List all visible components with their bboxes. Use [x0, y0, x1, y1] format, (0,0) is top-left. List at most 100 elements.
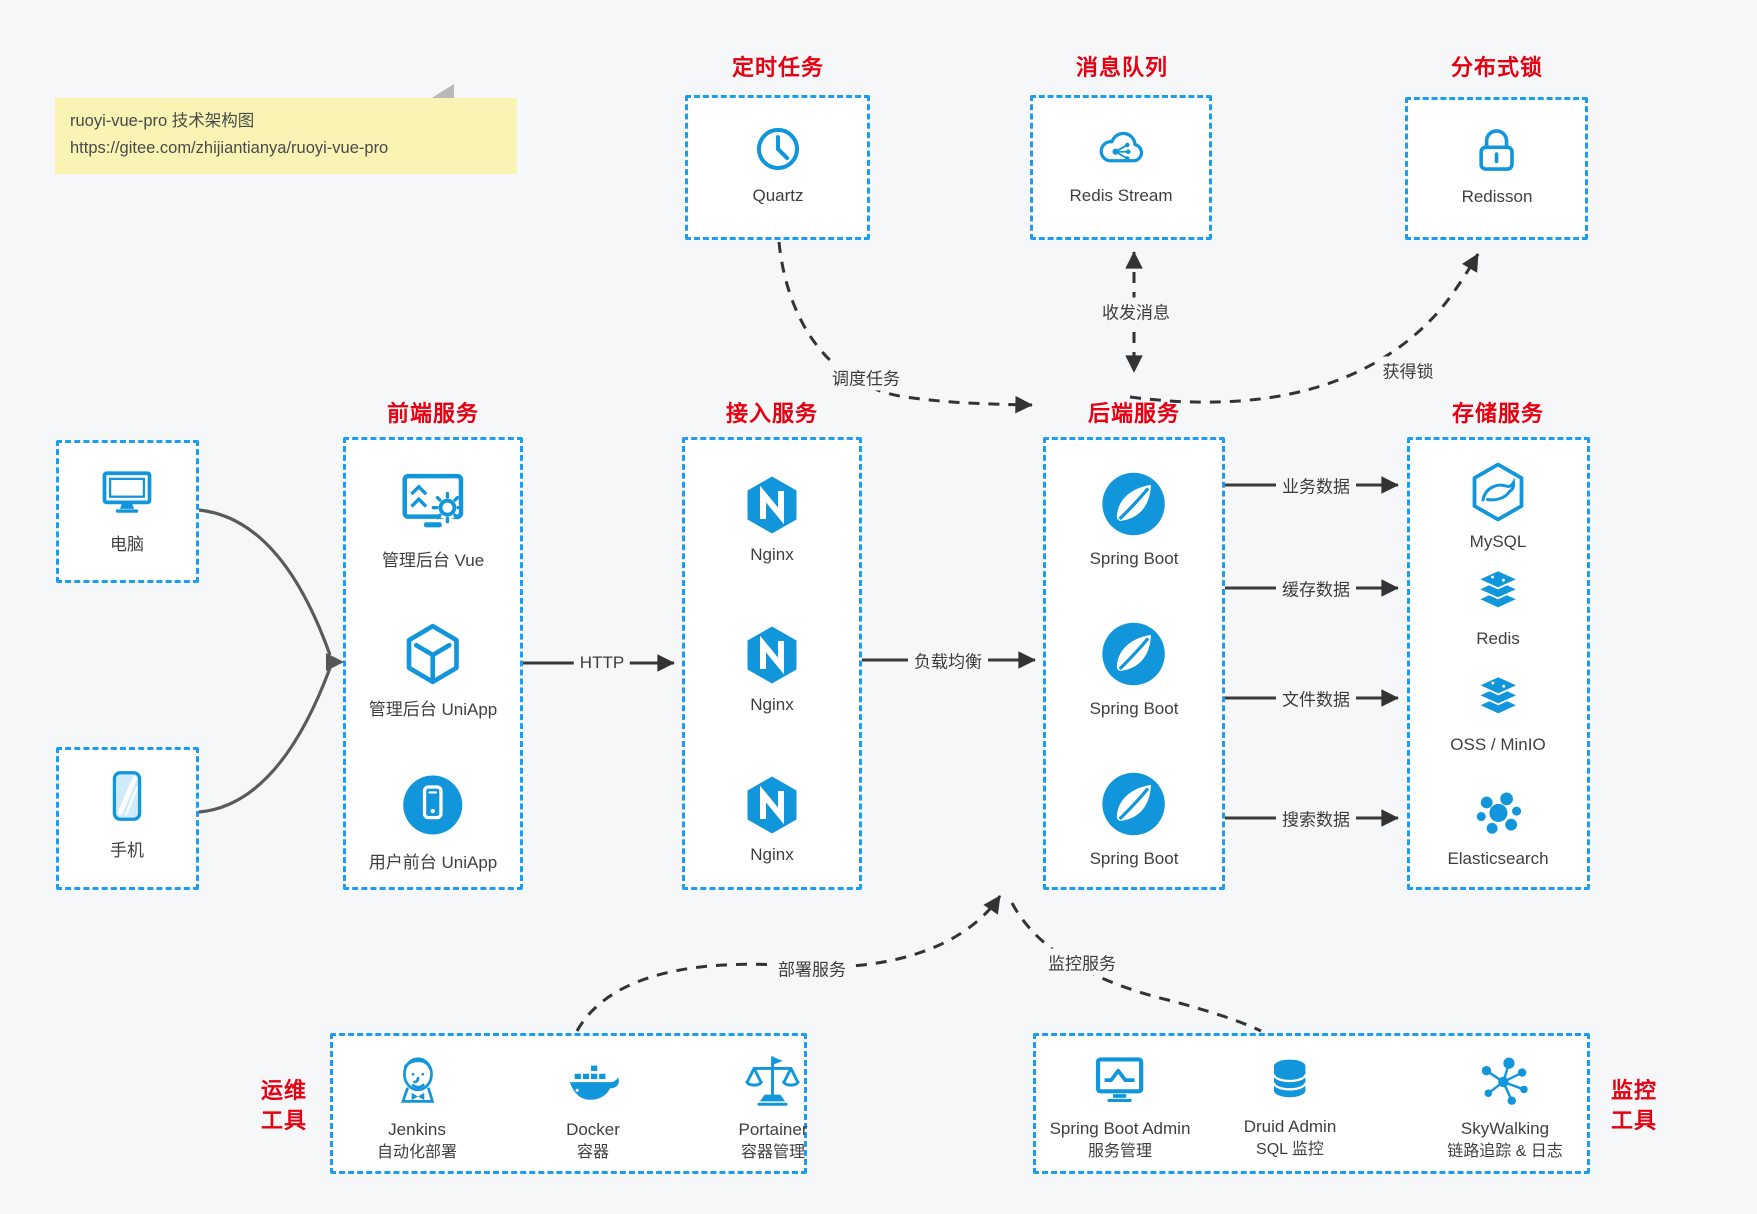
portainer-name: Portainer	[738, 1120, 808, 1139]
phone-node: 手机	[96, 766, 158, 861]
smartphone-icon	[96, 766, 158, 828]
nginx-label-2: Nginx	[750, 695, 794, 714]
user-uniapp-label: 用户前台 UniApp	[368, 853, 498, 872]
springboot-label-2: Spring Boot	[1089, 699, 1179, 718]
nginx-node-2: Nginx	[740, 623, 804, 715]
redis-stream-label: Redis Stream	[1069, 186, 1173, 205]
frontend-group-title: 前端服务	[386, 401, 480, 426]
admin-vue-label: 管理后台 Vue	[381, 551, 485, 570]
springboot-node-2: Spring Boot	[1089, 617, 1179, 719]
scheduler-group-title: 定时任务	[731, 55, 825, 80]
springboot-node-1: Spring Boot	[1089, 467, 1179, 569]
sticky-note: ruoyi-vue-pro 技术架构图 https://gitee.com/zh…	[55, 98, 517, 174]
search-data-edge-label: 搜索数据	[1276, 804, 1356, 832]
skywalking-desc: 链路追踪 & 日志	[1447, 1143, 1563, 1160]
lock-box	[1405, 97, 1588, 240]
ops-box	[330, 1033, 807, 1174]
spring-boot-admin-desc: 服务管理	[1087, 1143, 1152, 1160]
springboot-label-1: Spring Boot	[1089, 549, 1179, 568]
monitoring-box	[1033, 1033, 1590, 1174]
cache-data-edge-label: 缓存数据	[1276, 574, 1356, 602]
load-balance-edge-label: 负载均衡	[908, 646, 988, 674]
pc-label: 电脑	[110, 535, 144, 554]
druid-node: Druid Admin SQL 监控	[1244, 1053, 1336, 1161]
quartz-node: Quartz	[749, 120, 807, 206]
redis-stack-icon	[1469, 563, 1527, 621]
nginx-icon	[740, 473, 804, 537]
edge-phone-to-frontend	[198, 667, 332, 814]
mysql-label: MySQL	[1469, 532, 1527, 551]
skywalking-name: SkyWalking	[1460, 1119, 1550, 1138]
clock-icon	[749, 120, 807, 178]
edge-pc-to-frontend	[198, 508, 332, 656]
mysql-node: MySQL	[1466, 460, 1530, 552]
schedule-edge-label: 调度任务	[826, 363, 906, 391]
docker-icon	[564, 1054, 622, 1112]
docker-desc: 容器	[576, 1144, 609, 1161]
phone-label: 手机	[110, 841, 144, 860]
spring-boot-admin-node: Spring Boot Admin 服务管理	[1049, 1051, 1191, 1163]
admin-uniapp-node: 管理后台 UniApp	[369, 621, 497, 720]
note-title: ruoyi-vue-pro 技术架构图	[70, 112, 255, 130]
gateway-group-title: 接入服务	[725, 401, 819, 426]
message-edge-label: 收发消息	[1096, 297, 1176, 325]
nginx-node-1: Nginx	[740, 473, 804, 565]
jenkins-node: Jenkins 自动化部署	[377, 1050, 457, 1164]
monitoring-group-title: 监控 工具	[1610, 1078, 1658, 1133]
lock-icon	[1468, 121, 1526, 179]
docker-node: Docker 容器	[564, 1054, 622, 1164]
spring-boot-admin-icon	[1090, 1051, 1150, 1111]
note-fold-corner	[430, 84, 454, 99]
jenkins-icon	[386, 1050, 448, 1112]
deploy-edge-label: 部署服务	[772, 954, 852, 982]
note-url: https://gitee.com/zhijiantianya/ruoyi-vu…	[70, 139, 389, 157]
file-data-edge-label: 文件数据	[1276, 684, 1356, 712]
get-lock-edge-label: 获得锁	[1376, 356, 1440, 384]
admin-uniapp-label: 管理后台 UniApp	[368, 700, 498, 719]
mobile-app-icon	[398, 770, 468, 840]
druid-database-icon	[1262, 1053, 1318, 1109]
admin-vue-node: 管理后台 Vue	[382, 466, 484, 571]
mysql-icon	[1466, 460, 1530, 524]
cloud-stream-icon	[1092, 120, 1150, 178]
business-data-edge-label: 业务数据	[1276, 471, 1356, 499]
jenkins-desc: 自动化部署	[376, 1144, 458, 1161]
docker-name: Docker	[566, 1120, 620, 1139]
lock-group-title: 分布式锁	[1450, 55, 1544, 80]
uniapp-cube-icon	[400, 621, 466, 687]
skywalking-node: SkyWalking 链路追踪 & 日志	[1447, 1051, 1563, 1163]
quartz-label: Quartz	[752, 186, 804, 205]
redisson-label: Redisson	[1461, 187, 1533, 206]
oss-stack-icon	[1469, 669, 1527, 727]
nginx-label-3: Nginx	[750, 845, 794, 864]
redis-node: Redis	[1469, 563, 1527, 649]
portainer-desc: 容器管理	[740, 1144, 806, 1161]
skywalking-icon	[1475, 1051, 1535, 1111]
oss-label: OSS / MinIO	[1450, 735, 1546, 754]
spring-boot-admin-name: Spring Boot Admin	[1049, 1119, 1191, 1138]
redis-stream-node: Redis Stream	[1069, 120, 1173, 206]
nginx-icon	[740, 623, 804, 687]
druid-desc: SQL 监控	[1256, 1141, 1324, 1158]
mq-box	[1030, 95, 1212, 240]
oss-node: OSS / MinIO	[1450, 669, 1546, 755]
ops-group-title: 运维 工具	[260, 1078, 308, 1133]
elasticsearch-icon	[1469, 783, 1527, 841]
client-arrowhead	[326, 653, 344, 671]
spring-boot-icon	[1097, 767, 1171, 841]
pc-node: 电脑	[97, 462, 157, 555]
backend-group-title: 后端服务	[1087, 401, 1181, 426]
springboot-label-3: Spring Boot	[1089, 849, 1179, 868]
spring-boot-icon	[1097, 617, 1171, 691]
redis-label: Redis	[1476, 629, 1520, 648]
jenkins-name: Jenkins	[388, 1120, 446, 1139]
desktop-icon	[97, 462, 157, 522]
nginx-node-3: Nginx	[740, 773, 804, 865]
http-edge-label: HTTP	[573, 652, 631, 674]
portainer-node: Portainer 容器管理	[738, 1050, 808, 1164]
nginx-label-1: Nginx	[750, 545, 794, 564]
redisson-node: Redisson	[1461, 121, 1533, 207]
springboot-node-3: Spring Boot	[1089, 767, 1179, 869]
elasticsearch-node: Elasticsearch	[1447, 783, 1549, 869]
